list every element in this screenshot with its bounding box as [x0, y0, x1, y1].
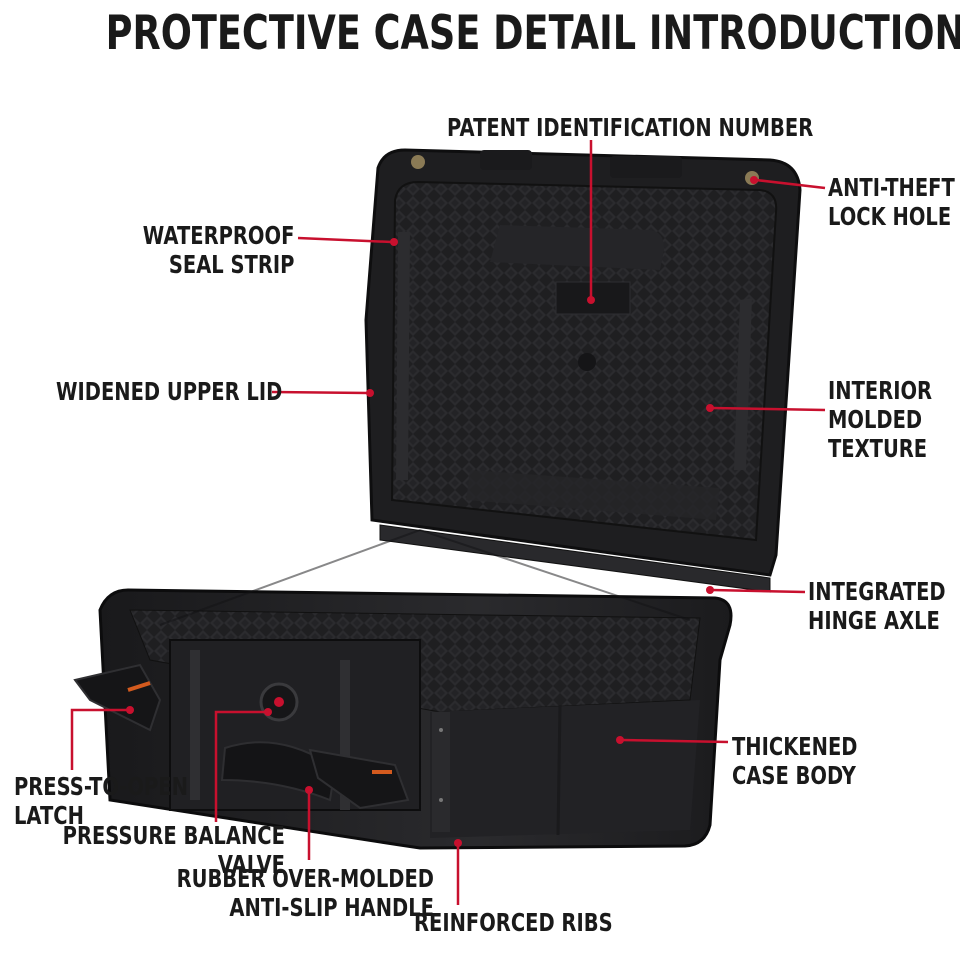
- upper-lid: [364, 148, 802, 577]
- label-valve: PRESSURE BALANCE VALVE: [62, 821, 285, 879]
- left-latch: [73, 663, 162, 732]
- handle-grip: [220, 741, 337, 802]
- page-title: PROTECTIVE CASE DETAIL INTRODUCTION: [105, 6, 960, 61]
- label-handle: RUBBER OVER-MOLDED ANTI-SLIP HANDLE: [176, 864, 434, 922]
- label-ribs: REINFORCED RIBS: [414, 908, 613, 937]
- label-interior-texture: INTERIOR MOLDED TEXTURE: [828, 376, 933, 463]
- label-upper-lid: WIDENED UPPER LID: [56, 377, 283, 406]
- leader-lines: [70, 140, 826, 905]
- label-lock-hole: ANTI-THEFT LOCK HOLE: [828, 173, 955, 231]
- label-hinge-axle: INTEGRATED HINGE AXLE: [808, 577, 946, 635]
- label-case-body: THICKENED CASE BODY: [732, 732, 858, 790]
- label-latch: PRESS-TO-OPEN LATCH: [14, 772, 188, 830]
- front-hardware: [73, 639, 421, 811]
- label-patent-number: PATENT IDENTIFICATION NUMBER: [447, 113, 814, 142]
- label-seal-strip: WATERPROOF SEAL STRIP: [142, 221, 294, 279]
- right-latch: [308, 748, 410, 810]
